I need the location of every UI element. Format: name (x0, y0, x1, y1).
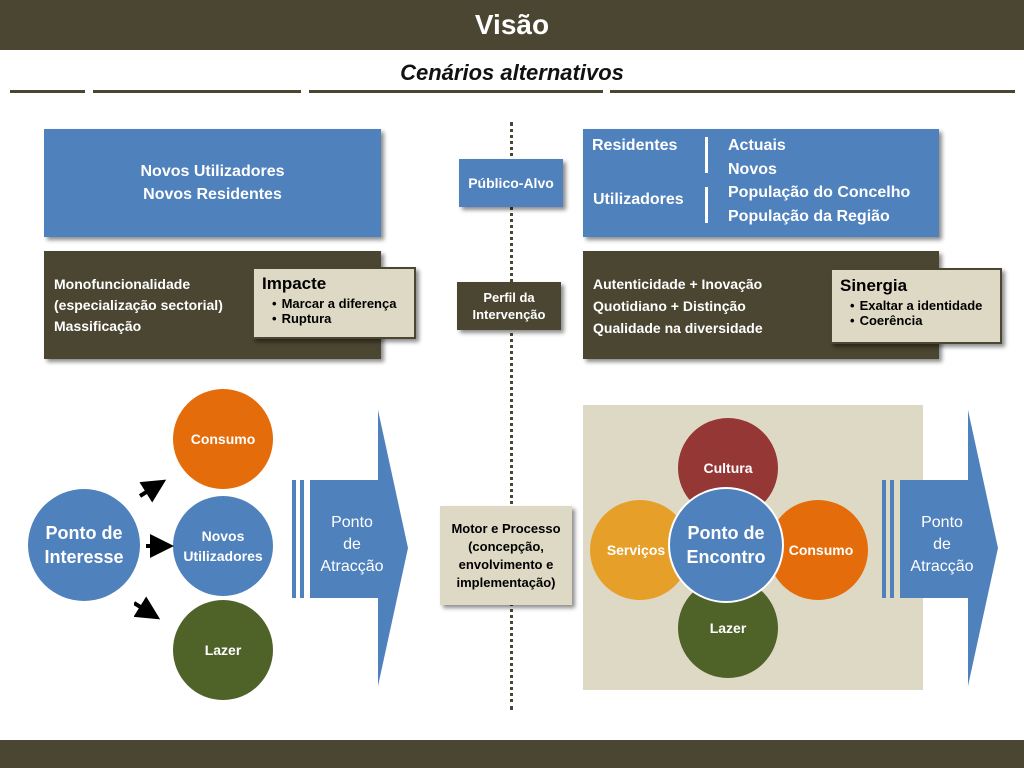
right-profile-line: Autenticidade + Inovação (593, 276, 763, 292)
motor-line: Motor e Processo (451, 520, 561, 536)
atraccao-line: Ponto (331, 514, 373, 531)
lazer-circle: Lazer (173, 600, 273, 700)
publico-alvo-text: Público-Alvo (468, 175, 554, 191)
consumo-right-circle: Consumo (768, 500, 868, 600)
left-target-box: Novos Utilizadores Novos Residentes (44, 129, 381, 237)
header-bar: Visão (0, 0, 1024, 50)
left-profile-line: Massificação (54, 318, 142, 334)
left-profile-line: (especialização sectorial) (54, 297, 223, 313)
divider-rule (309, 90, 603, 93)
left-target-line: Novos Utilizadores (140, 163, 285, 180)
motor-line: implementação) (456, 574, 556, 590)
sinergia-callout: Sinergia Exaltar a identidade Coerência (830, 268, 1002, 344)
cultura-label: Cultura (703, 460, 753, 476)
perfil-intervencao-label: Perfil da Intervenção (457, 282, 561, 330)
consumo-right-label: Consumo (788, 542, 854, 558)
novos-line: Novos (201, 528, 245, 544)
divider-rule (610, 90, 1015, 93)
utilizadores-item: População da Região (728, 208, 890, 225)
atraccao-line: de (343, 536, 361, 553)
sinergia-title: Sinergia (840, 276, 908, 295)
right-profile-line: Qualidade na diversidade (593, 320, 763, 336)
impacte-item: Marcar a diferença (272, 296, 414, 311)
publico-alvo-label: Público-Alvo (459, 159, 563, 207)
arrow-down-icon (134, 596, 161, 620)
bracket-divider (705, 137, 708, 173)
bracket-divider (705, 187, 708, 223)
atraccao-line: Atracção (910, 558, 974, 575)
sinergia-item: Exaltar a identidade (850, 298, 1000, 313)
atraccao-line: Atracção (320, 558, 384, 575)
ponto-interesse-line: Interesse (44, 547, 124, 567)
novos-line: Utilizadores (183, 548, 263, 564)
left-atraccao-label: Ponto de Atracção (310, 500, 394, 590)
page-title: Visão (474, 9, 550, 40)
center-divider (510, 122, 513, 710)
lazer-label: Lazer (204, 642, 242, 658)
left-atraccao-arrow (292, 410, 408, 686)
residentes-item: Novos (728, 161, 777, 178)
subtitle: Cenários alternativos (400, 60, 624, 85)
ponto-interesse-line: Ponto de (45, 523, 123, 543)
lazer-right-label: Lazer (709, 620, 747, 636)
impacte-item: Ruptura (272, 311, 414, 326)
divider-rule (10, 90, 85, 93)
utilizadores-label: Utilizadores (593, 191, 684, 208)
motor-processo-box: Motor e Processo (concepção, envolviment… (440, 506, 572, 605)
ponto-de-interesse-circle: Ponto de Interesse (28, 489, 140, 601)
utilizadores-item: População do Concelho (728, 184, 911, 201)
motor-line: (concepção, (468, 538, 544, 554)
encontro-line: Ponto de (687, 523, 765, 543)
residentes-item: Actuais (728, 137, 786, 154)
novos-utilizadores-circle: Novos Utilizadores (173, 496, 273, 596)
left-branch-arrows (134, 479, 174, 620)
left-target-line: Novos Residentes (143, 186, 282, 203)
ponto-de-encontro-circle: Ponto de Encontro (668, 487, 784, 603)
servicos-label: Serviços (606, 542, 666, 558)
perfil-line: Perfil da (483, 290, 535, 305)
consumo-circle: Consumo (173, 389, 273, 489)
arrow-up-icon (138, 479, 167, 503)
divider-rule (93, 90, 301, 93)
left-profile-line: Monofuncionalidade (54, 276, 191, 292)
footer-bar (0, 740, 1024, 768)
atraccao-line: Ponto (921, 514, 963, 531)
residentes-label: Residentes (592, 137, 678, 154)
encontro-line: Encontro (686, 547, 766, 567)
right-atraccao-arrow (882, 410, 998, 686)
impacte-callout: Impacte Marcar a diferença Ruptura (252, 267, 416, 339)
sinergia-item: Coerência (850, 313, 1000, 328)
right-atraccao-label: Ponto de Atracção (900, 500, 984, 590)
impacte-title: Impacte (262, 274, 327, 293)
right-profile-line: Quotidiano + Distinção (593, 298, 746, 314)
consumo-label: Consumo (190, 431, 256, 447)
perfil-line: Intervenção (472, 307, 546, 322)
motor-line: envolvimento e (458, 556, 554, 572)
right-target-box: Residentes Actuais Novos Utilizadores Po… (583, 129, 939, 237)
atraccao-line: de (933, 536, 951, 553)
